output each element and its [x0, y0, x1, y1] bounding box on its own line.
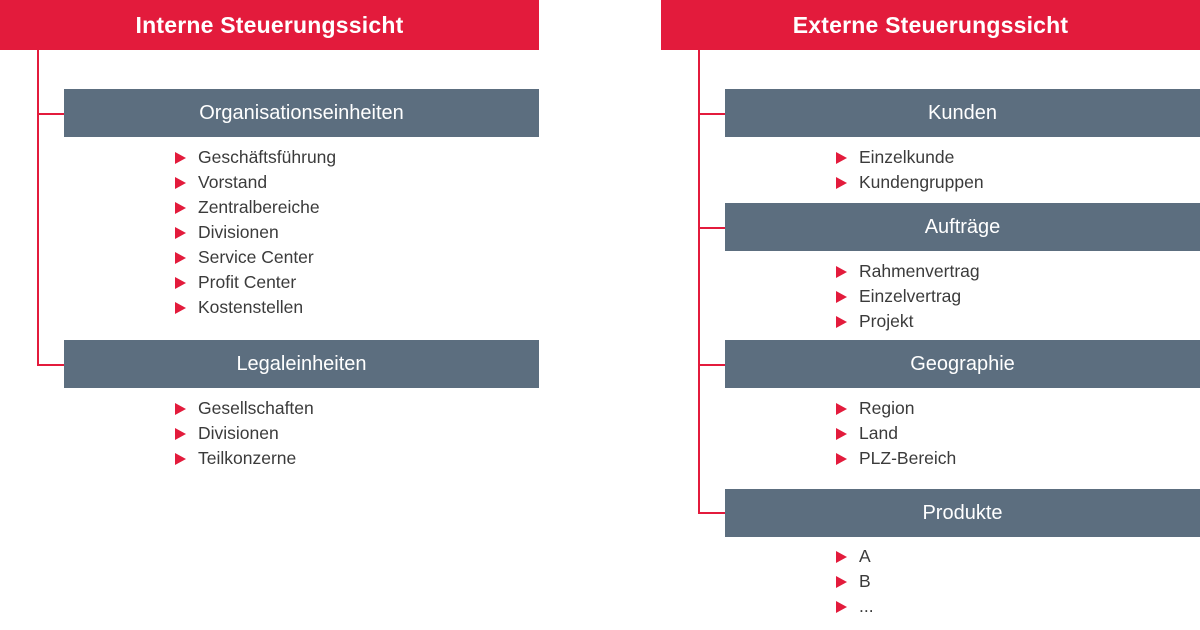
- group-item-list: A B ...: [836, 544, 874, 619]
- list-item-label: PLZ-Bereich: [859, 448, 957, 468]
- list-item-label: B: [859, 571, 871, 591]
- group-item-list: Einzelkunde Kundengruppen: [836, 145, 984, 195]
- list-item: B: [836, 569, 874, 594]
- triangle-right-icon: [836, 550, 847, 563]
- list-item-label: Projekt: [859, 311, 914, 331]
- group-box-organisationseinheiten: Organisationseinheiten: [64, 89, 539, 137]
- list-item: Projekt: [836, 309, 980, 334]
- list-item: Vorstand: [175, 170, 336, 195]
- triangle-right-icon: [836, 176, 847, 189]
- list-item: Zentralbereiche: [175, 195, 336, 220]
- external-connector-branch: [698, 227, 725, 229]
- list-item-label: Zentralbereiche: [198, 197, 320, 217]
- list-item-label: ...: [859, 596, 874, 616]
- list-item: Profit Center: [175, 270, 336, 295]
- group-item-list: Gesellschaften Divisionen Teilkonzerne: [175, 396, 314, 471]
- group-box-geographie: Geographie: [725, 340, 1200, 388]
- internal-connector-trunk: [37, 50, 39, 365]
- triangle-right-icon: [836, 151, 847, 164]
- list-item-label: Gesellschaften: [198, 398, 314, 418]
- group-box-auftraege: Aufträge: [725, 203, 1200, 251]
- external-title: Externe Steuerungssicht: [792, 11, 1069, 38]
- external-connector-branch: [698, 113, 725, 115]
- triangle-right-icon: [836, 575, 847, 588]
- internal-connector-branch: [37, 364, 64, 366]
- list-item-label: Service Center: [198, 247, 314, 267]
- list-item: Geschäftsführung: [175, 145, 336, 170]
- triangle-right-icon: [175, 452, 186, 465]
- list-item-label: Einzelvertrag: [859, 286, 962, 306]
- list-item-label: Kundengruppen: [859, 172, 984, 192]
- triangle-right-icon: [836, 265, 847, 278]
- group-box-legaleinheiten: Legaleinheiten: [64, 340, 539, 388]
- list-item: ...: [836, 594, 874, 619]
- triangle-right-icon: [175, 226, 186, 239]
- list-item-label: Geschäftsführung: [198, 147, 337, 167]
- triangle-right-icon: [175, 176, 186, 189]
- list-item: A: [836, 544, 874, 569]
- list-item: Rahmenvertrag: [836, 259, 980, 284]
- list-item-label: Region: [859, 398, 915, 418]
- external-connector-branch: [698, 364, 725, 366]
- list-item: Kundengruppen: [836, 170, 984, 195]
- list-item: Divisionen: [175, 220, 336, 245]
- list-item: Gesellschaften: [175, 396, 314, 421]
- triangle-right-icon: [175, 427, 186, 440]
- external-connector-branch: [698, 512, 725, 514]
- list-item-label: Kostenstellen: [198, 297, 304, 317]
- group-label: Aufträge: [924, 215, 1001, 238]
- list-item: Service Center: [175, 245, 336, 270]
- list-item-label: A: [859, 546, 871, 566]
- group-box-produkte: Produkte: [725, 489, 1200, 537]
- list-item: Region: [836, 396, 956, 421]
- group-label: Organisationseinheiten: [199, 101, 404, 124]
- triangle-right-icon: [175, 276, 186, 289]
- group-label: Geographie: [910, 352, 1015, 375]
- list-item-label: Divisionen: [198, 222, 279, 242]
- triangle-right-icon: [175, 201, 186, 214]
- external-connector-trunk: [698, 50, 700, 513]
- group-item-list: Rahmenvertrag Einzelvertrag Projekt: [836, 259, 980, 334]
- group-item-list: Region Land PLZ-Bereich: [836, 396, 956, 471]
- list-item-label: Divisionen: [198, 423, 279, 443]
- list-item: PLZ-Bereich: [836, 446, 956, 471]
- triangle-right-icon: [836, 600, 847, 613]
- list-item-label: Rahmenvertrag: [859, 261, 980, 281]
- triangle-right-icon: [175, 301, 186, 314]
- list-item-label: Profit Center: [198, 272, 297, 292]
- group-box-kunden: Kunden: [725, 89, 1200, 137]
- group-label: Produkte: [922, 501, 1003, 524]
- triangle-right-icon: [175, 402, 186, 415]
- list-item: Einzelvertrag: [836, 284, 980, 309]
- list-item-label: Land: [859, 423, 898, 443]
- triangle-right-icon: [836, 427, 847, 440]
- external-header: Externe Steuerungssicht: [661, 0, 1200, 50]
- internal-title: Interne Steuerungssicht: [135, 11, 404, 38]
- triangle-right-icon: [836, 315, 847, 328]
- list-item: Teilkonzerne: [175, 446, 314, 471]
- triangle-right-icon: [836, 290, 847, 303]
- group-label: Kunden: [928, 101, 997, 124]
- list-item: Land: [836, 421, 956, 446]
- list-item: Kostenstellen: [175, 295, 336, 320]
- triangle-right-icon: [836, 452, 847, 465]
- triangle-right-icon: [836, 402, 847, 415]
- list-item: Divisionen: [175, 421, 314, 446]
- list-item-label: Teilkonzerne: [198, 448, 297, 468]
- group-label: Legaleinheiten: [236, 352, 367, 375]
- triangle-right-icon: [175, 151, 186, 164]
- internal-header: Interne Steuerungssicht: [0, 0, 539, 50]
- list-item: Einzelkunde: [836, 145, 984, 170]
- list-item-label: Einzelkunde: [859, 147, 955, 167]
- list-item-label: Vorstand: [198, 172, 268, 192]
- triangle-right-icon: [175, 251, 186, 264]
- group-item-list: Geschäftsführung Vorstand Zentralbereich…: [175, 145, 336, 320]
- internal-connector-branch: [37, 113, 64, 115]
